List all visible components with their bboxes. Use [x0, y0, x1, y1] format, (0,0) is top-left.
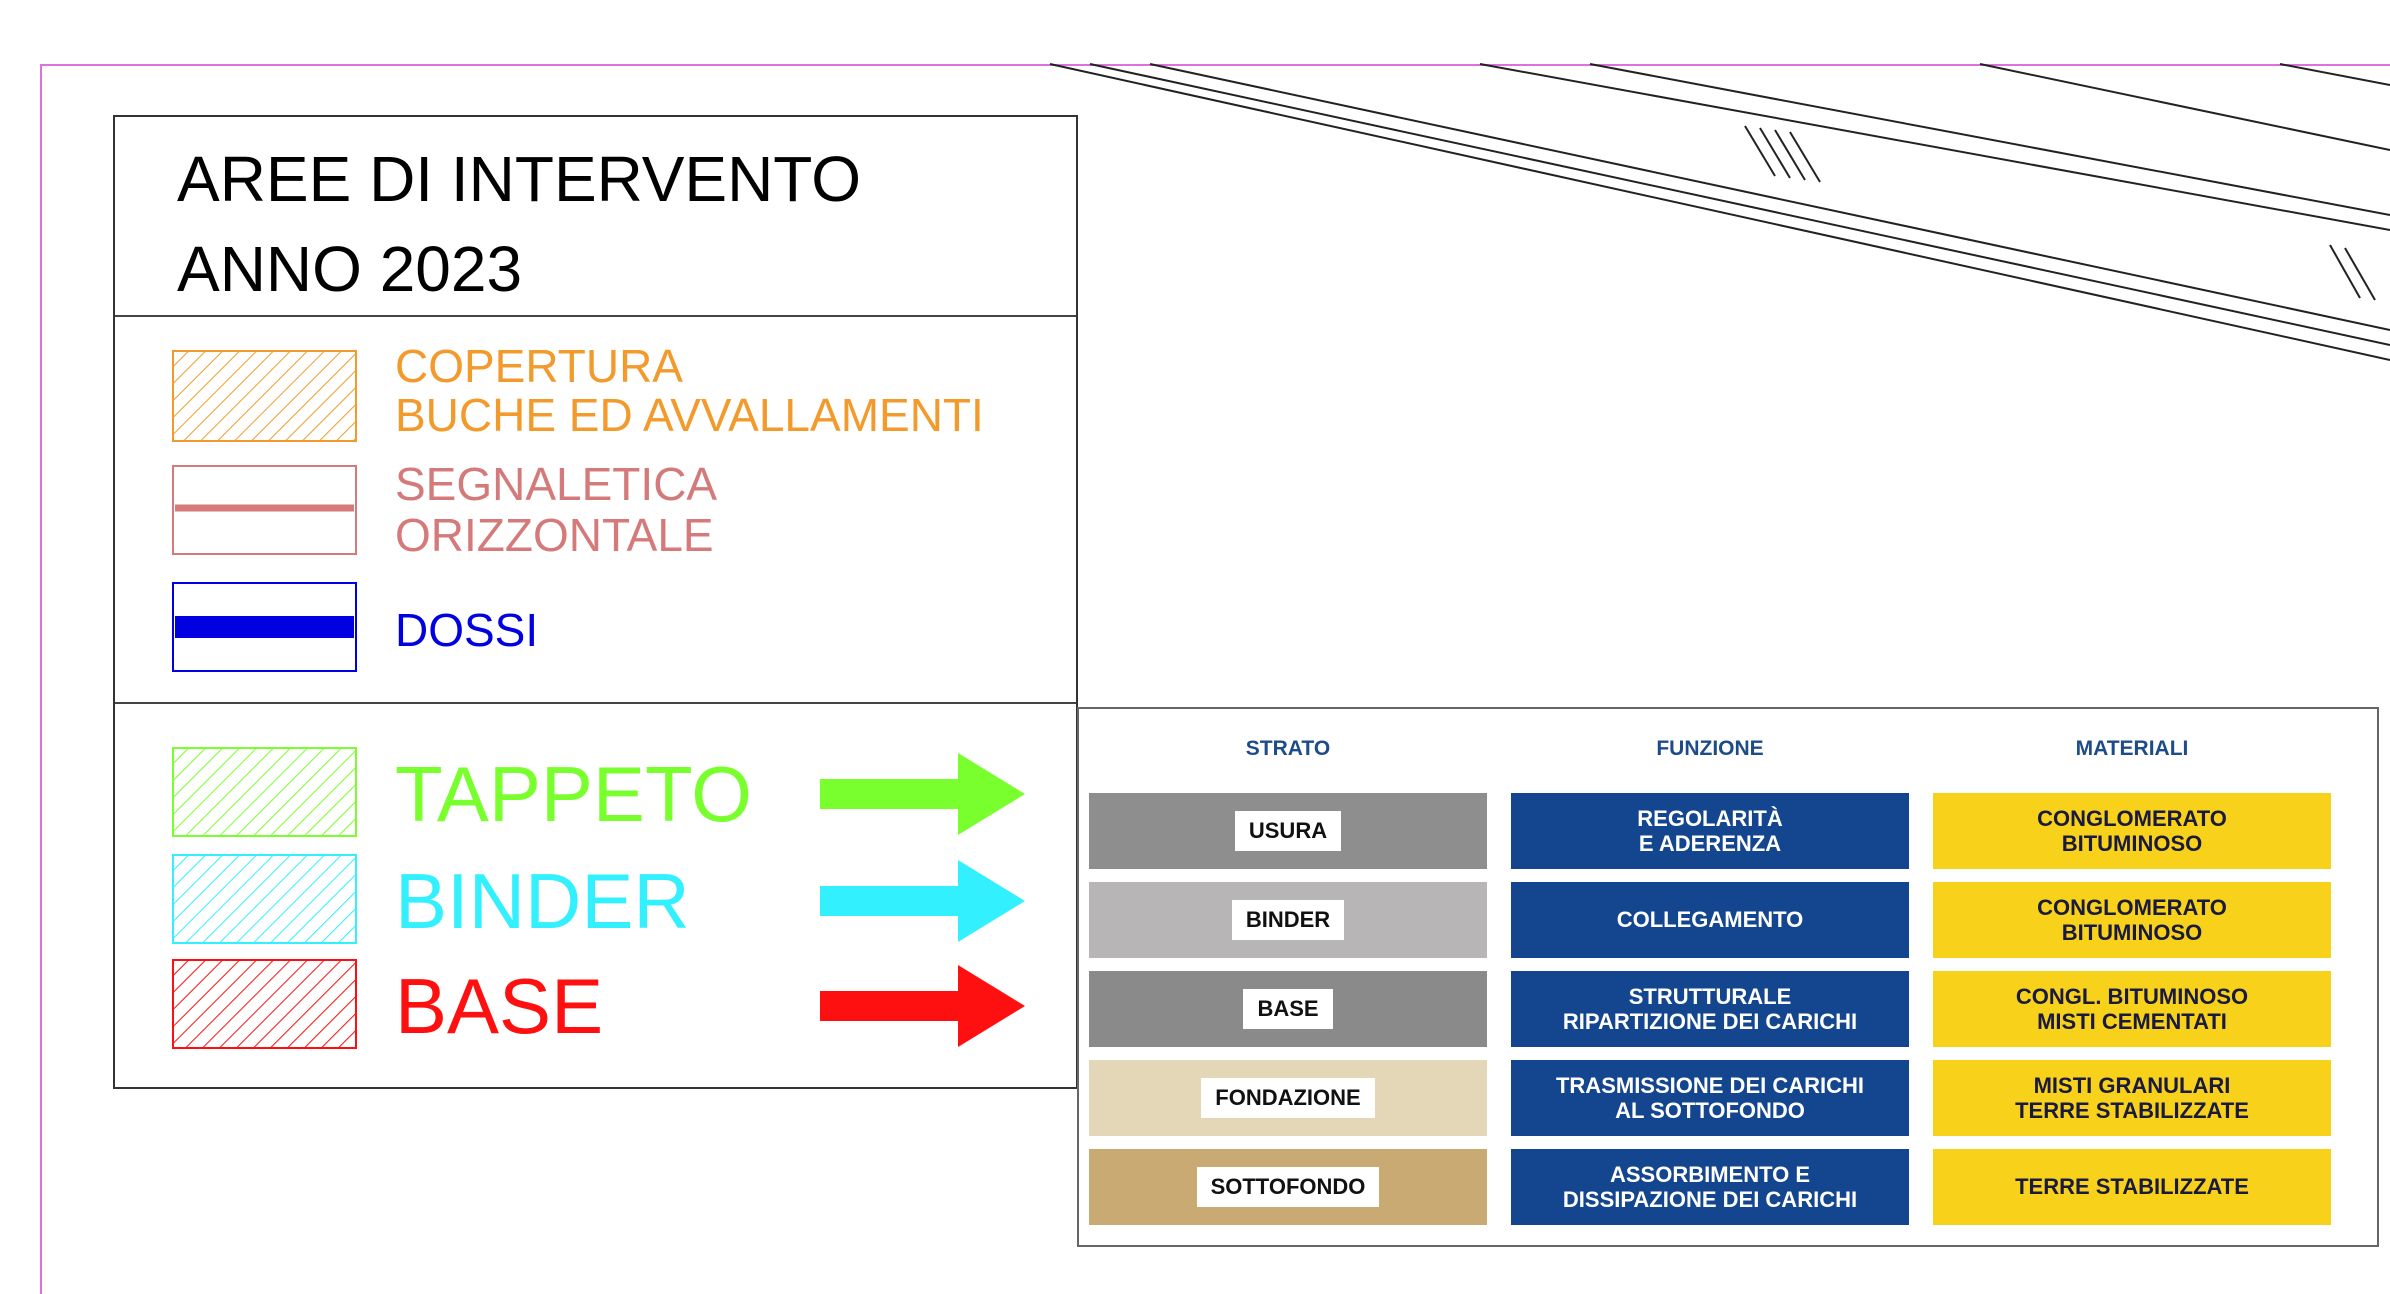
legend-title: AREE DI INTERVENTO [177, 143, 861, 215]
strato-cell: SOTTOFONDO [1089, 1149, 1487, 1225]
road-outline-drawing [1049, 63, 2390, 361]
header-materiali: MATERIALI [2075, 737, 2189, 760]
header-funzione: FUNZIONE [1656, 737, 1764, 760]
materiali-cell: CONGLOMERATO BITUMINOSO [1933, 793, 2331, 869]
copertura-sublabel: BUCHE ED AVVALLAMENTI [395, 389, 984, 441]
funzione-cell: TRASMISSIONE DEI CARICHI AL SOTTOFONDO [1511, 1060, 1909, 1136]
strato-cell: FONDAZIONE [1089, 1060, 1487, 1136]
funzione-cell: COLLEGAMENTO [1511, 882, 1909, 958]
binder-label: BINDER [395, 857, 690, 945]
funzione-cell: STRUTTURALE RIPARTIZIONE DEI CARICHI [1511, 971, 1909, 1047]
strato-label: BINDER [1231, 900, 1345, 940]
strato-label: USURA [1234, 811, 1342, 851]
pavement-layers-table: STRATO FUNZIONE MATERIALI USURA REGOLARIT… [1077, 707, 2379, 1247]
hatch-swatch-copertura [172, 350, 357, 442]
funzione-cell: REGOLARITÀ E ADERENZA [1511, 793, 1909, 869]
strato-label: FONDAZIONE [1201, 1078, 1375, 1118]
base-arrow-icon [820, 965, 1025, 1047]
hatch-swatch-base [172, 959, 357, 1049]
drawing-frame [40, 64, 2390, 1294]
strato-cell: BINDER [1089, 882, 1487, 958]
copertura-label: COPERTURA [395, 340, 683, 392]
materiali-cell: TERRE STABILIZZATE [1933, 1149, 2331, 1225]
materiali-cell: CONGL. BITUMINOSO MISTI CEMENTATI [1933, 971, 2331, 1047]
line-swatch-dossi [172, 582, 357, 672]
segnaletica-sublabel: ORIZZONTALE [395, 509, 714, 561]
hatch-swatch-tappeto [172, 747, 357, 837]
strato-label: SOTTOFONDO [1196, 1167, 1380, 1207]
divider [115, 315, 1076, 317]
materiali-cell: MISTI GRANULARI TERRE STABILIZZATE [1933, 1060, 2331, 1136]
legend-panel: AREE DI INTERVENTO ANNO 2023 COPERTURA B… [113, 115, 1078, 1089]
segnaletica-label: SEGNALETICA [395, 458, 718, 510]
base-label: BASE [395, 962, 604, 1050]
tappeto-arrow-icon [820, 753, 1025, 835]
strato-cell: USURA [1089, 793, 1487, 869]
tappeto-label: TAPPETO [395, 750, 752, 838]
strato-cell: BASE [1089, 971, 1487, 1047]
legend-year: ANNO 2023 [177, 233, 523, 305]
divider [115, 702, 1076, 704]
binder-arrow-icon [820, 860, 1025, 942]
hatch-swatch-binder [172, 854, 357, 944]
dossi-label: DOSSI [395, 604, 539, 656]
funzione-cell: ASSORBIMENTO E DISSIPAZIONE DEI CARICHI [1511, 1149, 1909, 1225]
line-swatch-segnaletica [172, 465, 357, 555]
materiali-cell: CONGLOMERATO BITUMINOSO [1933, 882, 2331, 958]
header-strato: STRATO [1245, 737, 1331, 760]
strato-label: BASE [1243, 989, 1333, 1029]
